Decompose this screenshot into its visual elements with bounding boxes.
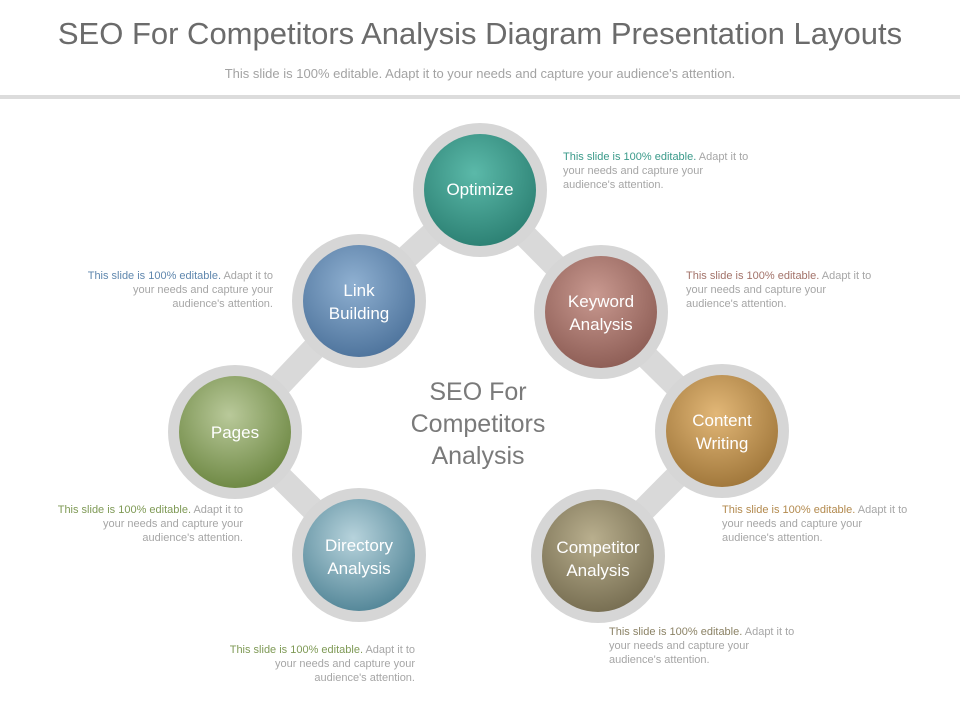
note-optimize: This slide is 100% editable. Adapt it to… [563,150,758,192]
node-label-keyword-analysis: Keyword Analysis [567,292,635,334]
node-label-pages: Pages [210,423,260,442]
note-competitor-analysis: This slide is 100% editable. Adapt it to… [609,625,804,667]
note-link-building: This slide is 100% editable. Adapt it to… [78,269,273,311]
note-body: Adapt it to your needs and capture your … [686,270,872,310]
node-optimize [413,123,547,257]
note-body: Adapt it to your needs and capture your … [563,151,749,191]
note-directory-analysis: This slide is 100% editable. Adapt it to… [220,643,415,685]
center-title: SEO For Competitors Analysis [410,378,546,470]
note-lead: This slide is 100% editable. [57,504,192,516]
node-label-link-building: Link Building [328,281,390,323]
note-body: Adapt it to your needs and capture your … [102,504,243,544]
node-content-writing [655,364,789,498]
header-divider [0,95,960,99]
node-pages [168,365,302,499]
node-label-competitor-analysis: Competitor Analysis [556,538,640,580]
note-body: Adapt it to your needs and capture your … [132,270,273,310]
node-label-optimize: Optimize [446,180,514,199]
node-link-building [292,234,426,368]
node-competitor-analysis [531,489,665,623]
node-directory-analysis [292,488,426,622]
note-body: Adapt it to your needs and capture your … [274,644,415,684]
note-lead: This slide is 100% editable. [609,626,743,638]
note-body: Adapt it to your needs and capture your … [609,626,795,666]
note-body: Adapt it to your needs and capture your … [722,504,908,544]
node-label-content-writing: Content Writing [692,411,752,453]
node-keyword-analysis [534,245,668,379]
note-lead: This slide is 100% editable. [686,270,820,282]
note-pages: This slide is 100% editable. Adapt it to… [48,503,243,545]
slide-title: SEO For Competitors Analysis Diagram Pre… [57,16,903,51]
note-lead: This slide is 100% editable. [563,151,697,163]
note-content-writing: This slide is 100% editable. Adapt it to… [722,503,917,545]
node-label-directory-analysis: Directory Analysis [324,536,393,578]
note-lead: This slide is 100% editable. [87,270,222,282]
note-keyword-analysis: This slide is 100% editable. Adapt it to… [686,269,881,311]
note-lead: This slide is 100% editable. [229,644,364,656]
note-lead: This slide is 100% editable. [722,504,856,516]
slide-subtitle: This slide is 100% editable. Adapt it to… [224,66,736,81]
